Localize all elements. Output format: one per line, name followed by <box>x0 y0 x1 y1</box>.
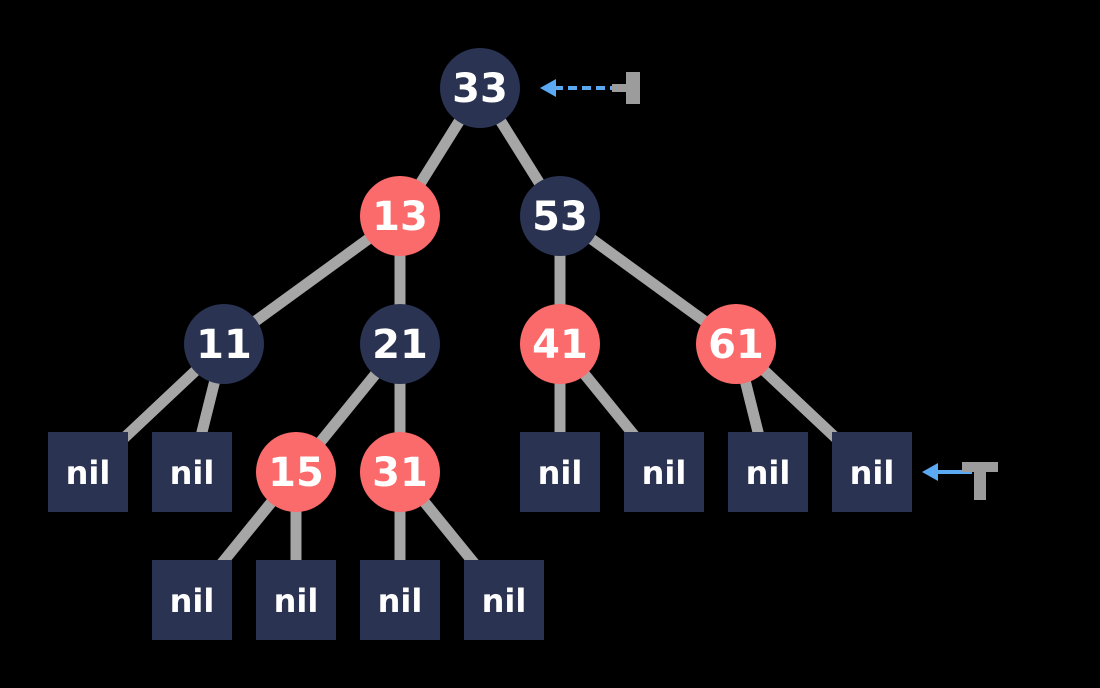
black-node-circle <box>520 176 600 256</box>
nil-leaf: nil <box>152 560 232 640</box>
arrowhead-icon <box>922 463 938 481</box>
nil-leaf: nil <box>152 432 232 512</box>
black-node-circle <box>440 48 520 128</box>
node-label: 13 <box>372 194 428 240</box>
nil-leaf: nil <box>48 432 128 512</box>
black-node-circle <box>360 304 440 384</box>
nil-label: nil <box>170 582 215 620</box>
nil-label: nil <box>482 582 527 620</box>
nil-label: nil <box>538 454 583 492</box>
tree-node-15: 15 <box>256 432 336 512</box>
node-label: 31 <box>372 450 428 496</box>
node-label: 11 <box>196 322 252 368</box>
tree-nodes: 33 13 53 11 21 41 61 15 31 nil nil nil nil nil nil nil n… <box>48 48 912 640</box>
tree-node-33: 33 <box>440 48 520 128</box>
tree-node-41: 41 <box>520 304 600 384</box>
nil-leaf: nil <box>464 560 544 640</box>
nil-leaf: nil <box>256 560 336 640</box>
red-node-circle <box>696 304 776 384</box>
nil-leaf: nil <box>832 432 912 512</box>
nil-leaf-box <box>152 560 232 640</box>
nil-label: nil <box>274 582 319 620</box>
nil-leaf-box <box>152 432 232 512</box>
red-node-circle <box>360 176 440 256</box>
node-label: 61 <box>708 322 764 368</box>
node-label: 21 <box>372 322 428 368</box>
root-pointer <box>540 72 640 104</box>
nil-label: nil <box>378 582 423 620</box>
nil-label: nil <box>746 454 791 492</box>
nil-leaf-box <box>728 432 808 512</box>
arrowhead-icon <box>540 79 556 97</box>
red-node-circle <box>520 304 600 384</box>
nil-leaf-box <box>464 560 544 640</box>
nil-leaf-box <box>624 432 704 512</box>
nil-label: nil <box>850 454 895 492</box>
tree-node-21: 21 <box>360 304 440 384</box>
nil-label: nil <box>170 454 215 492</box>
node-label: 41 <box>532 322 588 368</box>
nil-leaf-box <box>256 560 336 640</box>
tree-node-31: 31 <box>360 432 440 512</box>
red-node-circle <box>256 432 336 512</box>
nil-leaf-box <box>360 560 440 640</box>
node-label: 33 <box>452 66 508 112</box>
nil-leaf-box <box>832 432 912 512</box>
node-label: 53 <box>532 194 588 240</box>
t-marker-icon <box>962 462 998 500</box>
tree-node-13: 13 <box>360 176 440 256</box>
tree-node-61: 61 <box>696 304 776 384</box>
tree-node-11: 11 <box>184 304 264 384</box>
nil-leaf-box <box>48 432 128 512</box>
nil-leaf: nil <box>624 432 704 512</box>
tree-node-53: 53 <box>520 176 600 256</box>
nil-label: nil <box>66 454 111 492</box>
nil-leaf-box <box>520 432 600 512</box>
nil-pointer <box>922 462 998 500</box>
node-label: 15 <box>268 450 324 496</box>
nil-leaf: nil <box>520 432 600 512</box>
red-node-circle <box>360 432 440 512</box>
nil-leaf: nil <box>728 432 808 512</box>
black-node-circle <box>184 304 264 384</box>
t-marker-icon <box>612 72 640 104</box>
pointer-arrows <box>540 72 998 500</box>
nil-label: nil <box>642 454 687 492</box>
nil-leaf: nil <box>360 560 440 640</box>
